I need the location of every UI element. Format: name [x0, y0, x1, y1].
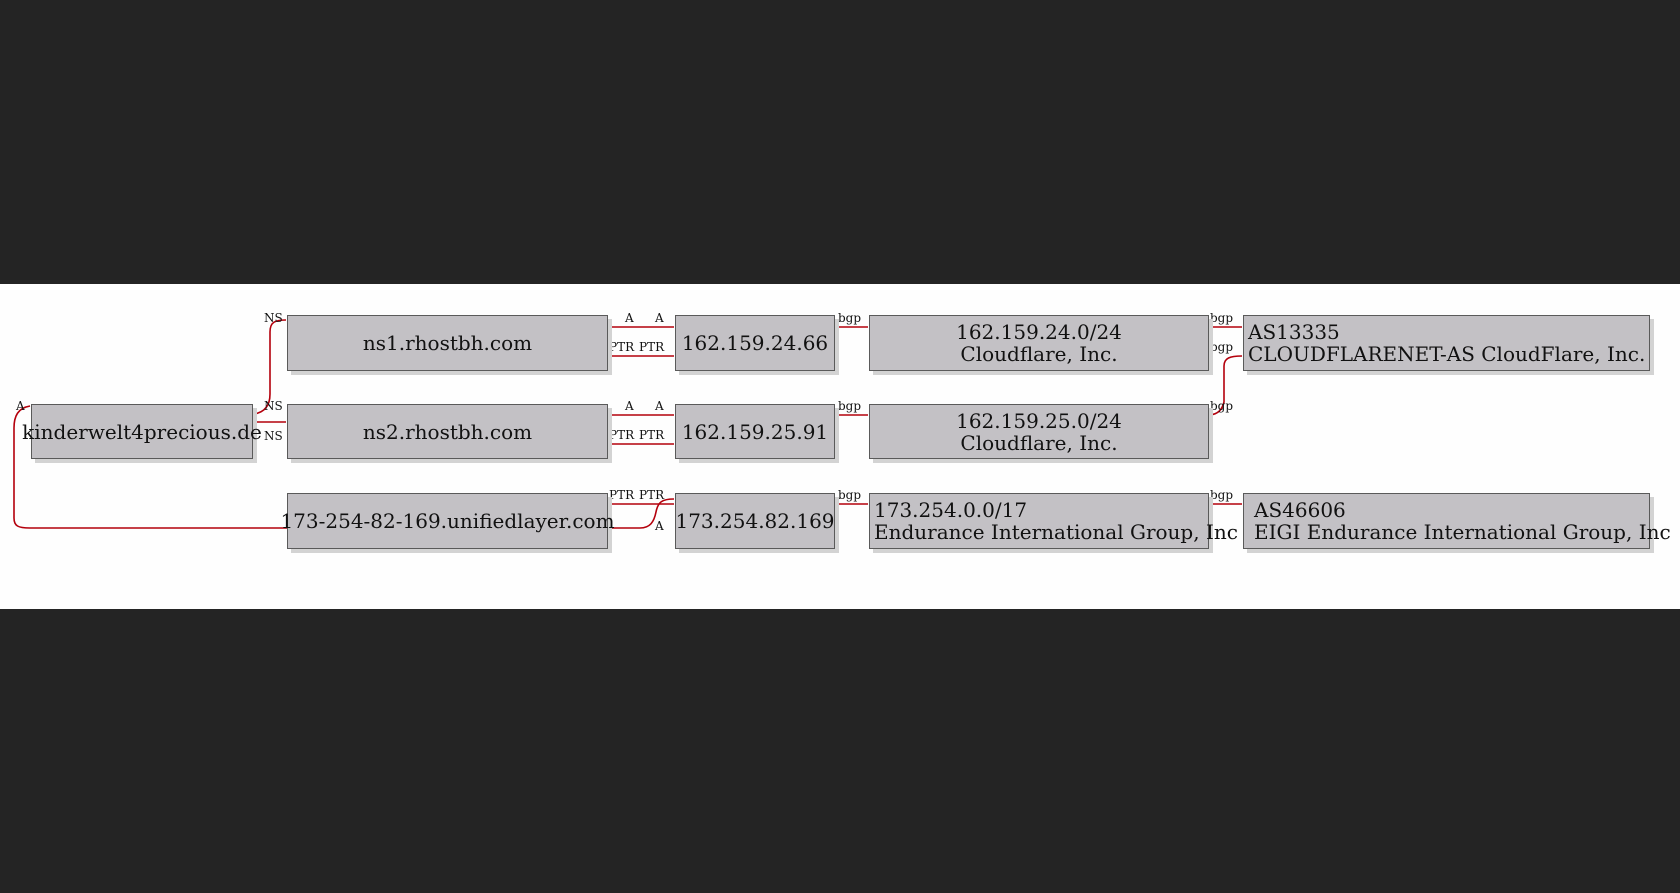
- edge-label-bgp: bgp: [1210, 340, 1234, 354]
- node-ip-173-254-82-169[interactable]: 173.254.82.169: [675, 493, 835, 549]
- node-as-name: CLOUDFLARENET-AS CloudFlare, Inc.: [1248, 342, 1646, 366]
- node-unifiedlayer-label: 173-254-82-169.unifiedlayer.com: [280, 509, 615, 533]
- node-as-number: AS46606: [1254, 498, 1346, 522]
- node-net-org: Endurance International Group, Inc: [874, 520, 1238, 544]
- edge-label-bgp: bgp: [1210, 488, 1234, 502]
- node-domain-label: kinderwelt4precious.de: [22, 419, 262, 444]
- node-net-173-254[interactable]: 173.254.0.0/17 Endurance International G…: [869, 493, 1238, 549]
- node-net-prefix: 173.254.0.0/17: [874, 498, 1028, 522]
- node-net-162-159-24[interactable]: 162.159.24.0/24 Cloudflare, Inc.: [869, 315, 1209, 371]
- edge-label-a: A: [16, 399, 25, 413]
- edge-label-bgp: bgp: [838, 399, 862, 413]
- node-domain[interactable]: kinderwelt4precious.de: [22, 404, 262, 459]
- edge-label-ptr: PTR: [609, 488, 635, 502]
- node-net-org: Cloudflare, Inc.: [960, 430, 1118, 455]
- edge-label-ns: NS: [264, 311, 283, 325]
- edge-label-a: A: [625, 399, 634, 413]
- node-ip-label: 162.159.24.66: [681, 331, 829, 355]
- node-ns2[interactable]: ns2.rhostbh.com: [287, 404, 608, 459]
- node-unifiedlayer[interactable]: 173-254-82-169.unifiedlayer.com: [280, 493, 615, 549]
- edge-label-a: A: [655, 399, 664, 413]
- edge-domain-ns1: [253, 319, 287, 415]
- edge-label-bgp: bgp: [838, 488, 862, 502]
- edge-label-ptr: PTR: [639, 488, 665, 502]
- node-net-prefix: 162.159.24.0/24: [956, 320, 1122, 344]
- node-ns1[interactable]: ns1.rhostbh.com: [287, 315, 608, 371]
- node-ns2-label: ns2.rhostbh.com: [362, 419, 533, 444]
- node-as13335[interactable]: AS13335 CLOUDFLARENET-AS CloudFlare, Inc…: [1243, 315, 1650, 371]
- node-as46606[interactable]: AS46606 EIGI Endurance International Gro…: [1243, 493, 1671, 549]
- edge-label-ns: NS: [264, 399, 283, 413]
- edge-label-ptr: PTR: [639, 428, 665, 442]
- edge-label-bgp: bgp: [1210, 399, 1234, 413]
- node-net-prefix: 162.159.25.0/24: [956, 408, 1122, 433]
- edge-label-a: A: [655, 519, 664, 533]
- node-ip-162-159-24-66[interactable]: 162.159.24.66: [675, 315, 835, 371]
- node-net-org: Cloudflare, Inc.: [960, 342, 1118, 366]
- edges-layer: [13, 319, 1243, 529]
- edge-label-ptr: PTR: [639, 340, 665, 354]
- edge-label-bgp: bgp: [838, 311, 862, 325]
- edge-label-ptr: PTR: [609, 428, 635, 442]
- graph-canvas: NS NS NS A A A PTR PTR A A PTR PTR PTR P…: [0, 284, 1680, 609]
- edge-label-a: A: [655, 311, 664, 325]
- edge-label-a: A: [625, 311, 634, 325]
- edge-domain-ip3: [13, 405, 675, 529]
- node-as-number: AS13335: [1248, 320, 1340, 344]
- node-ip-162-159-25-91[interactable]: 162.159.25.91: [675, 404, 835, 459]
- node-ip-label: 173.254.82.169: [675, 509, 835, 533]
- edge-label-bgp: bgp: [1210, 311, 1234, 325]
- node-ip-label: 162.159.25.91: [681, 419, 829, 444]
- edge-net2-as1: [1209, 355, 1243, 416]
- node-ns1-label: ns1.rhostbh.com: [362, 331, 533, 355]
- node-net-162-159-25[interactable]: 162.159.25.0/24 Cloudflare, Inc.: [869, 404, 1209, 459]
- edge-label-ns: NS: [264, 429, 283, 443]
- node-as-name: EIGI Endurance International Group, Inc: [1254, 520, 1671, 544]
- edge-label-ptr: PTR: [609, 340, 635, 354]
